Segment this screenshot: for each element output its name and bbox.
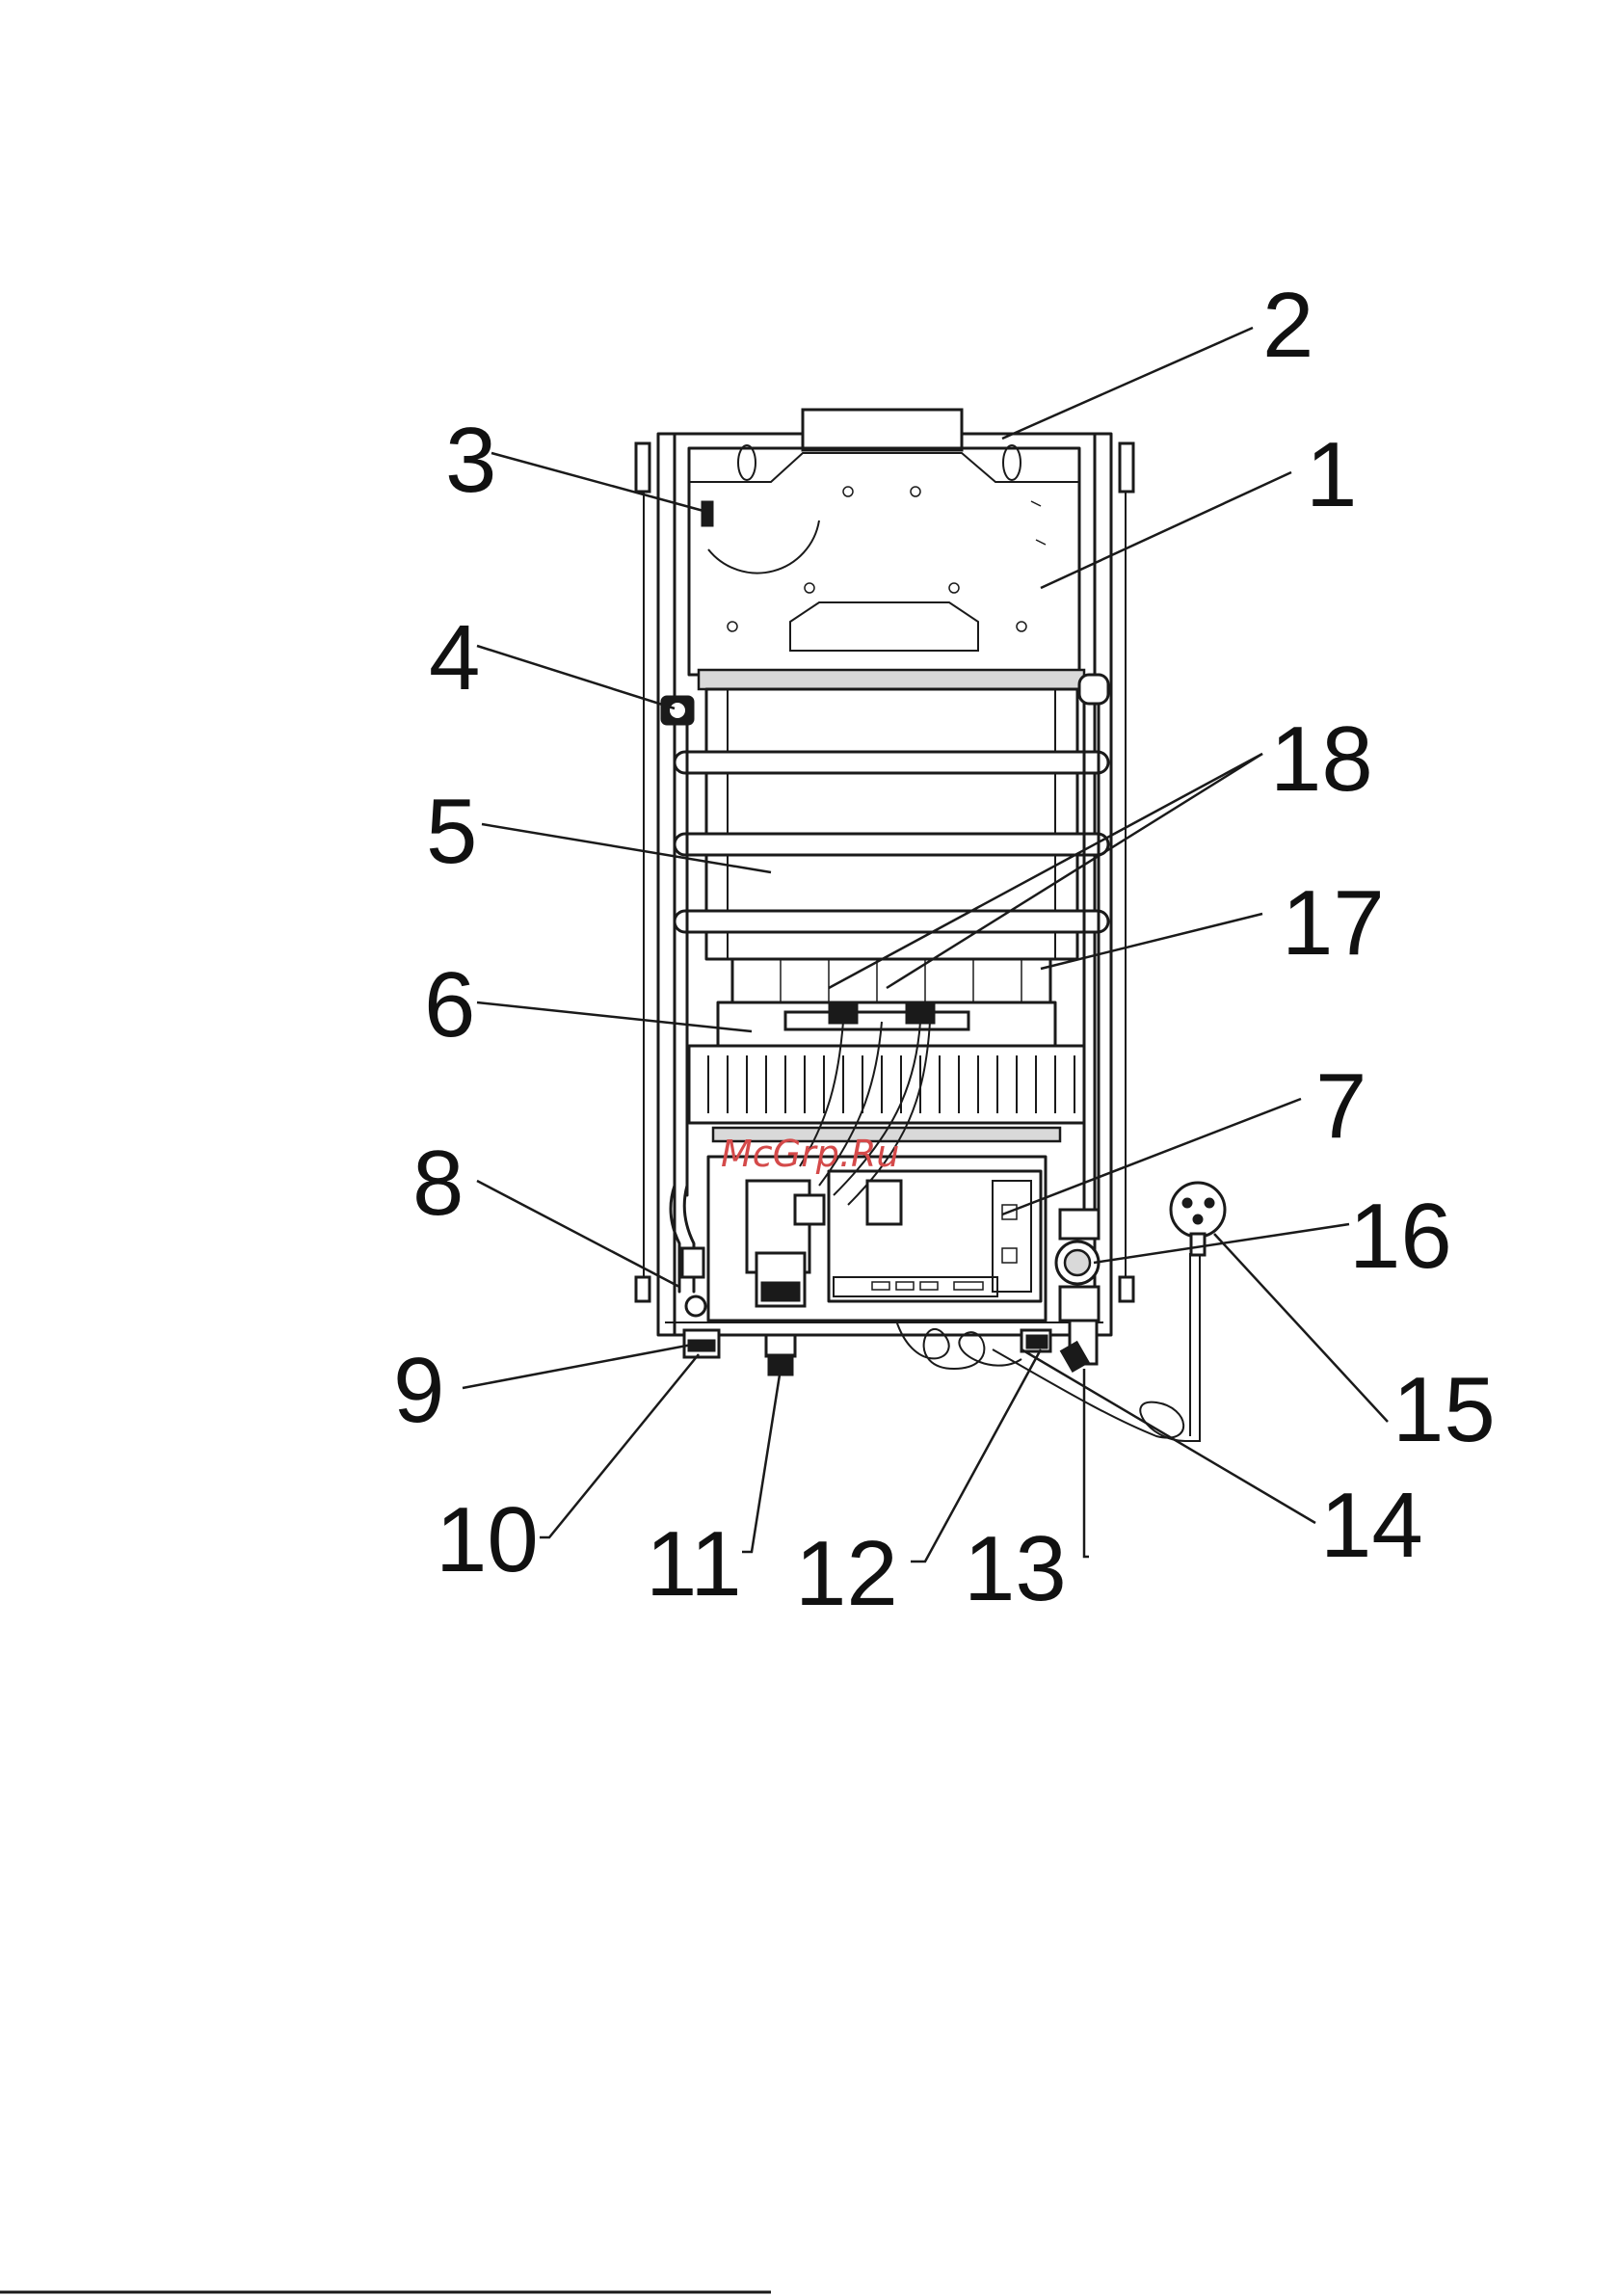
callout-numbers: 2 1 3 4 5 18 17 6 7 16 8 9 15 14 10 11 1… [393,274,1496,1625]
ignition-wires [800,1022,930,1205]
label-13: 13 [964,1517,1067,1620]
label-11: 11 [646,1512,742,1615]
overheat-sensor [661,696,694,725]
label-15: 15 [1393,1358,1496,1461]
label-8: 8 [412,1132,464,1235]
label-7: 7 [1315,1055,1366,1158]
burner [689,959,1084,1141]
top-plate [689,410,1079,675]
label-12: 12 [795,1522,898,1625]
label-14: 14 [1320,1474,1423,1577]
watermark: McGrp.Ru [721,1133,899,1175]
burner-nozzles [708,1055,1074,1113]
label-18: 18 [1270,707,1373,811]
bottom-fittings [684,1330,1050,1375]
label-5: 5 [426,780,477,883]
label-9: 9 [393,1339,444,1442]
label-17: 17 [1282,871,1385,974]
label-10: 10 [436,1488,539,1591]
label-2: 2 [1262,274,1313,377]
label-1: 1 [1306,423,1357,526]
label-6: 6 [424,953,475,1056]
label-4: 4 [429,606,480,709]
leader-lines [463,328,1388,1562]
label-3: 3 [445,409,496,512]
label-16: 16 [1349,1185,1452,1288]
water-valve [1056,1210,1099,1372]
